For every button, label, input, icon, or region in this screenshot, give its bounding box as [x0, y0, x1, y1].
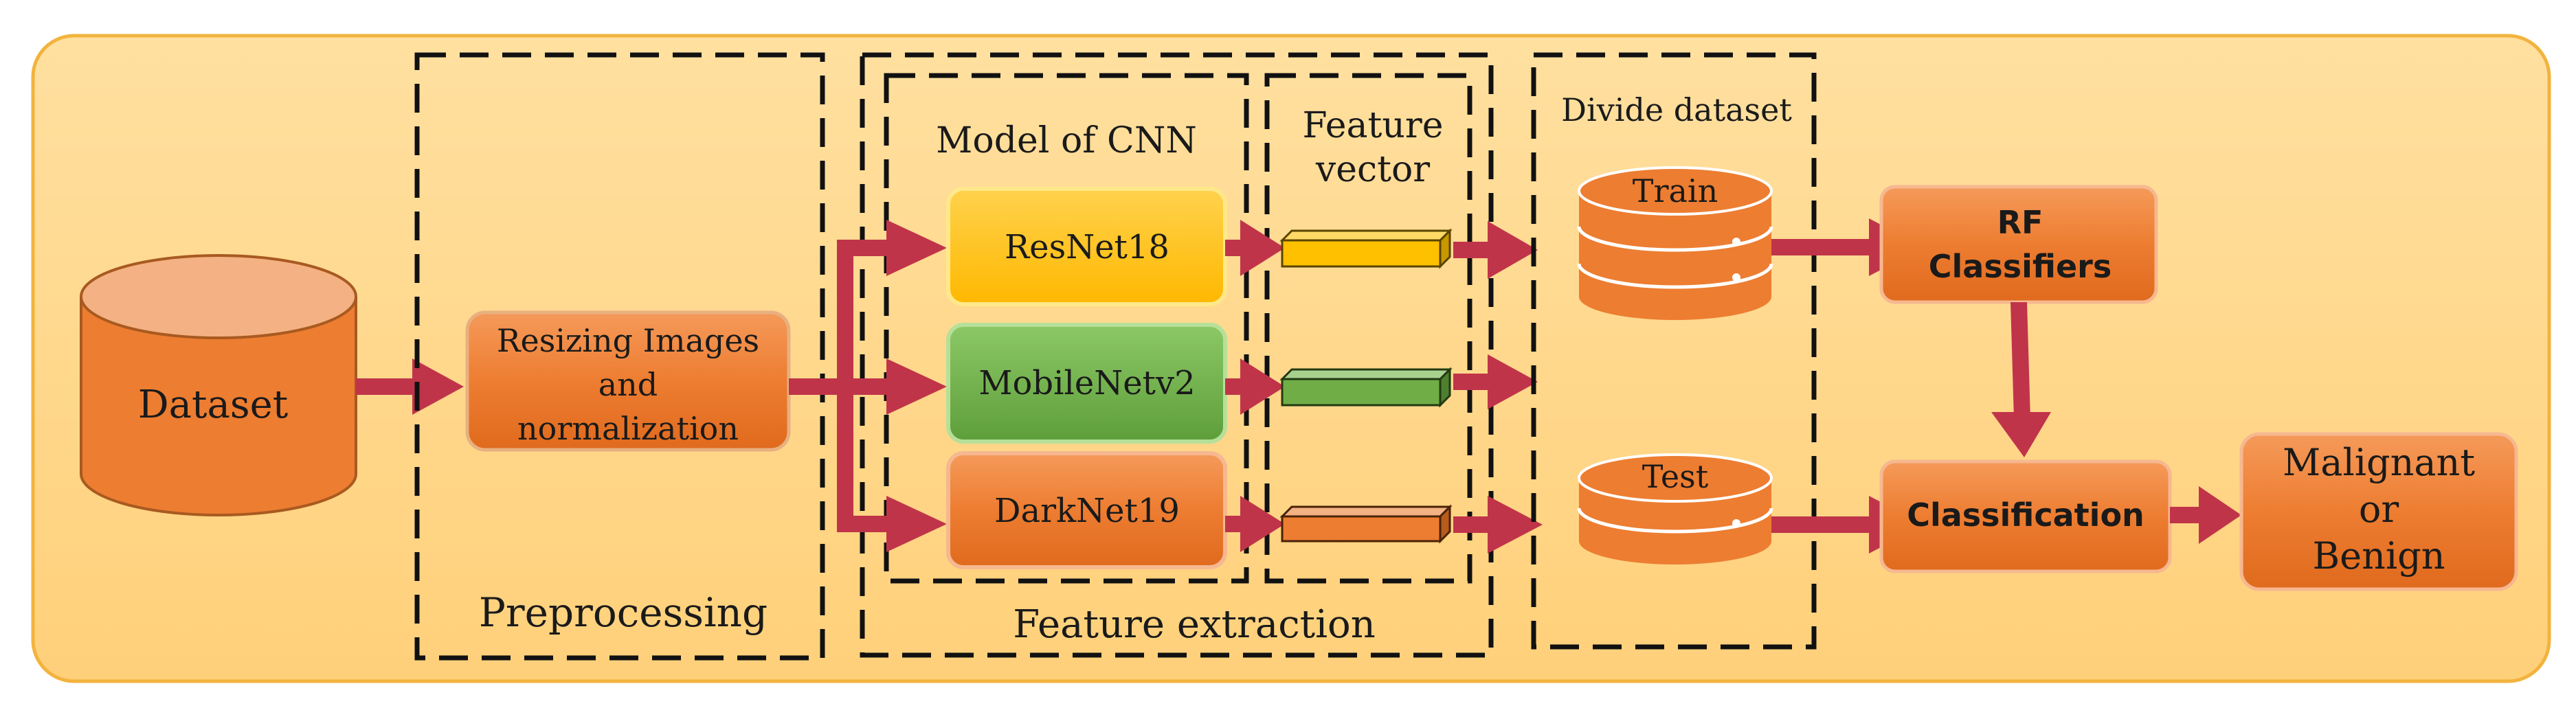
train-database-icon: Train [1577, 166, 1773, 320]
resize-label-line1: Resizing Images [497, 322, 759, 359]
feature-extraction-section [860, 52, 1494, 658]
vector-to-divide-arrows [1453, 221, 1543, 553]
dataset-cylinder: Dataset [80, 254, 357, 516]
model-resnet18: ResNet18 [946, 187, 1227, 306]
rf-classifiers-line2: Classifiers [1929, 248, 2112, 285]
result-block: Malignant or Benign [2239, 432, 2518, 591]
background-panel [31, 34, 2551, 683]
classification-block: Classification [1879, 459, 2172, 573]
train-label: Train [1633, 172, 1718, 209]
arrow-classification-to-result [2170, 486, 2241, 544]
branch-arrows [789, 220, 947, 552]
model-darknet19-label: DarkNet19 [994, 492, 1180, 530]
result-line1: Malignant [2283, 441, 2475, 484]
model-darknet19: DarkNet19 [946, 451, 1227, 569]
result-line2: or [2359, 488, 2399, 531]
feature-vector-darknet19 [1279, 504, 1453, 544]
result-line3: Benign [2312, 534, 2445, 578]
model-to-vector-arrows [1225, 220, 1285, 552]
model-mobilenetv2: MobileNetv2 [946, 323, 1227, 444]
model-mobilenetv2-label: MobileNetv2 [978, 364, 1195, 402]
rf-classifiers-line1: RF [1997, 204, 2043, 241]
divide-dataset-heading: Divide dataset [1561, 91, 1792, 128]
arrow-rf-to-classification [1991, 302, 2051, 457]
preprocessing-label: Preprocessing [479, 589, 768, 636]
resize-label-line2: and [598, 366, 658, 403]
classification-label: Classification [1907, 497, 2144, 534]
feature-vector-heading-line1: Feature [1302, 105, 1443, 146]
arrow-dataset-to-resize [356, 358, 464, 415]
test-database-icon: Test [1577, 453, 1773, 564]
resize-normalize-block: Resizing Images and normalization [465, 310, 791, 452]
preprocessing-section [414, 52, 825, 661]
cnn-models-box [884, 73, 1249, 584]
feature-extraction-label: Feature extraction [1013, 602, 1376, 647]
feature-vector-resnet18 [1279, 228, 1453, 269]
model-resnet18-label: ResNet18 [1005, 228, 1169, 266]
test-label: Test [1642, 458, 1709, 495]
resize-label-line3: normalization [517, 410, 739, 447]
divide-dataset-section [1531, 52, 1817, 650]
feature-vector-mobilenetv2 [1279, 367, 1453, 408]
feature-vector-heading-line2: vector [1315, 149, 1430, 190]
rf-classifiers-block: RF Classifiers [1879, 185, 2158, 304]
model-of-cnn-heading: Model of CNN [936, 120, 1197, 161]
dataset-label: Dataset [138, 383, 289, 427]
feature-vector-box [1264, 73, 1472, 584]
